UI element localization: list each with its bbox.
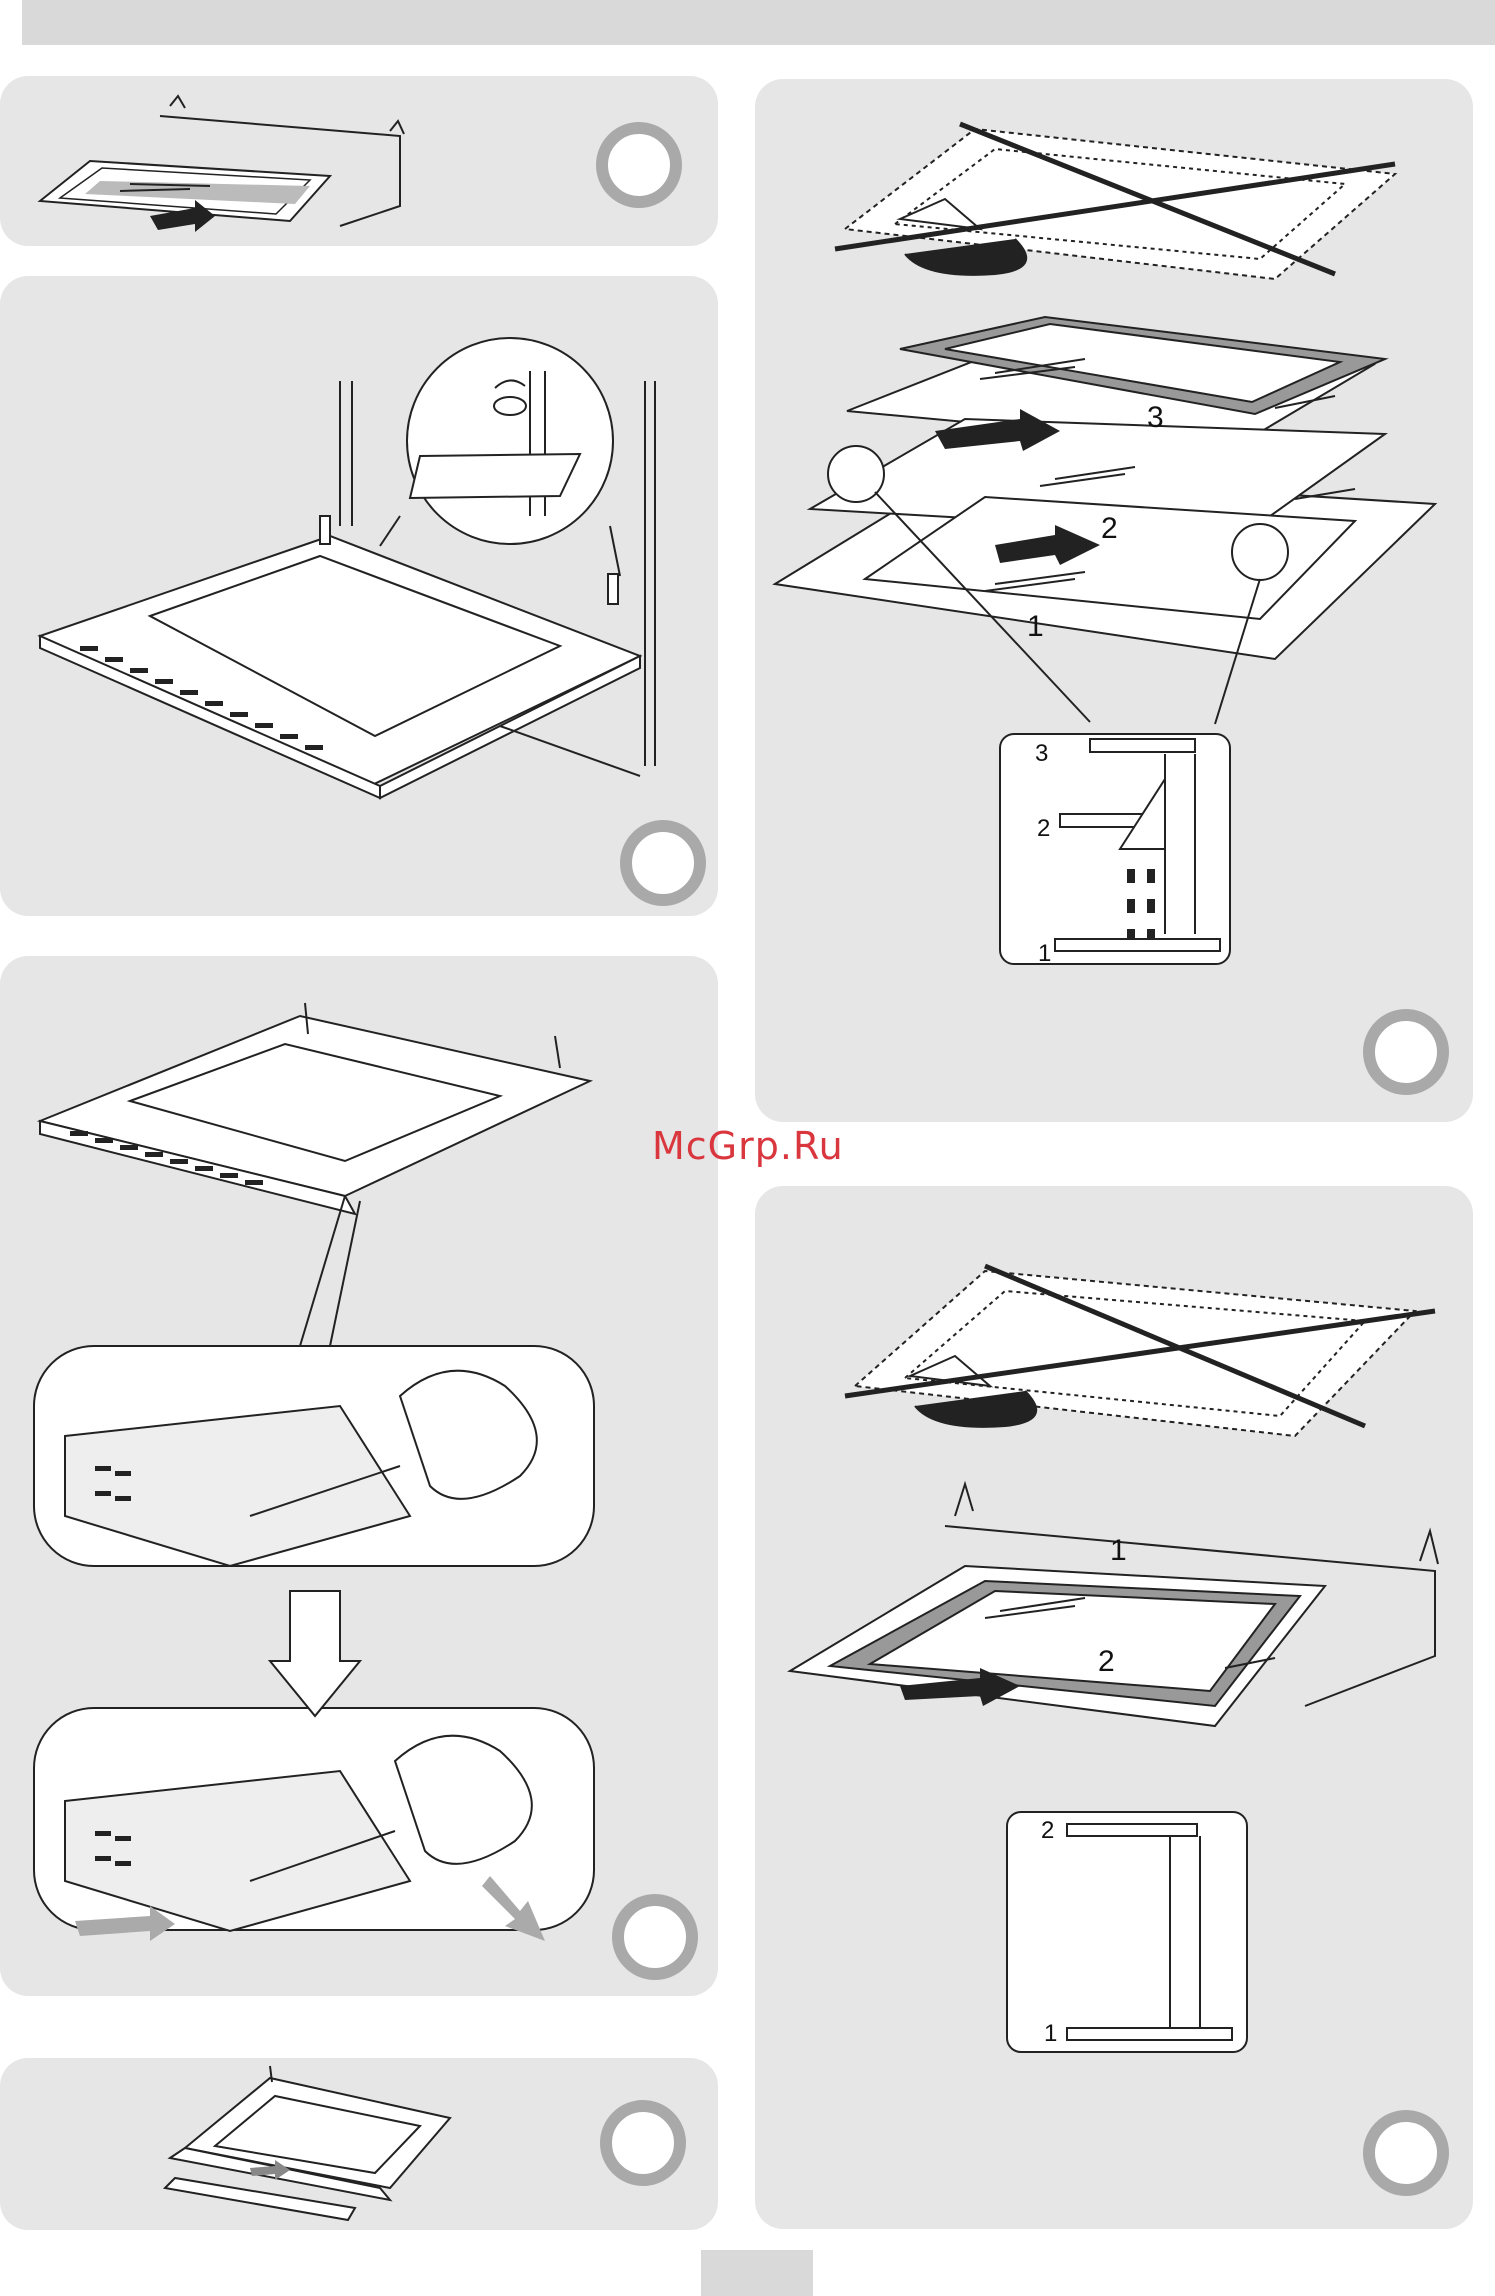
door-trim-removal-illustration [0, 956, 718, 1996]
step-indicator [1363, 1009, 1449, 1095]
pane-label-2: 2 [1101, 512, 1118, 545]
panel-tray-slide-out [0, 76, 718, 246]
detail-label-2: 2 [1041, 1817, 1054, 1844]
detail-label-1: 1 [1044, 2020, 1057, 2047]
header-bar [22, 0, 1495, 45]
two-glass-panes-illustration: 1 2 2 1 [755, 1186, 1473, 2229]
watermark: McGrp.Ru [652, 1124, 844, 1168]
step-indicator [1363, 2110, 1449, 2196]
panel-door-hinge-lock [0, 276, 718, 916]
panel-door-strip-removal [0, 2058, 718, 2230]
pane-label-1: 1 [1110, 1534, 1127, 1567]
door-hinge-illustration [0, 276, 718, 916]
pane-label-3: 3 [1147, 401, 1164, 434]
panel-two-glass-panes: 1 2 2 1 [755, 1186, 1473, 2229]
step-indicator [620, 820, 706, 906]
panel-door-trim-removal [0, 956, 718, 1996]
detail-label-1: 1 [1038, 940, 1051, 967]
detail-label-3: 3 [1035, 740, 1048, 767]
detail-label-2: 2 [1037, 815, 1050, 842]
three-glass-panes-illustration: 3 2 1 3 2 1 [755, 79, 1473, 1122]
panel-three-glass-panes: 3 2 1 3 2 1 [755, 79, 1473, 1122]
step-indicator [612, 1894, 698, 1980]
pane-label-1: 1 [1027, 610, 1044, 643]
step-indicator [600, 2100, 686, 2186]
pane-label-2: 2 [1098, 1645, 1115, 1678]
step-indicator [596, 122, 682, 208]
page-number-box [701, 2250, 813, 2296]
